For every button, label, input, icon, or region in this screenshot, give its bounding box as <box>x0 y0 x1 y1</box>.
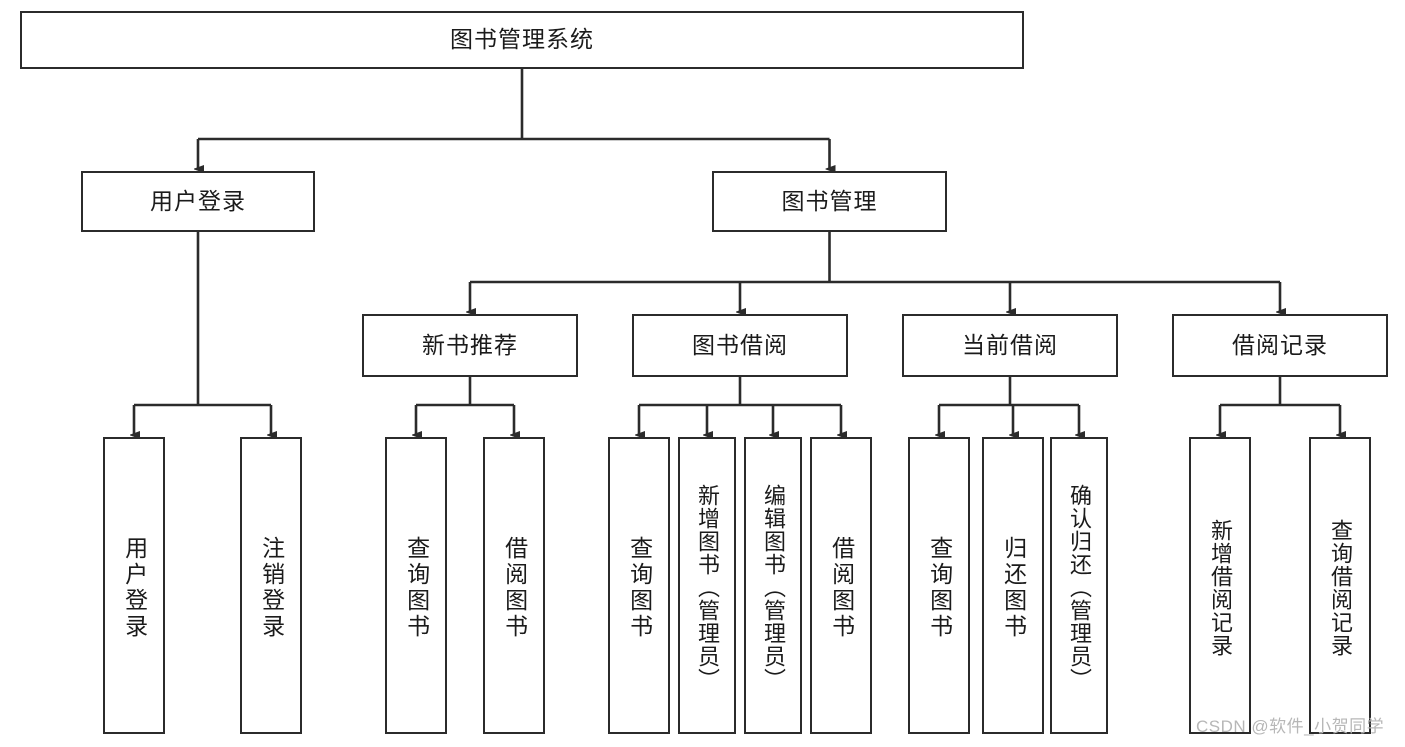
node-label: 新增借阅记录 <box>1207 518 1233 657</box>
node-book-borrow[interactable]: 图书借阅 <box>632 314 848 377</box>
node-label: 确认归还（管理员） <box>1066 484 1092 691</box>
node-leaf-current-query-book[interactable]: 查询图书 <box>908 437 970 734</box>
node-book-manage[interactable]: 图书管理 <box>712 171 947 232</box>
node-label: 查询图书 <box>403 535 430 640</box>
node-label: 注销登录 <box>258 535 285 640</box>
node-leaf-current-return-book[interactable]: 归还图书 <box>982 437 1044 734</box>
node-borrow-record[interactable]: 借阅记录 <box>1172 314 1388 377</box>
node-label: 用户登录 <box>121 535 148 640</box>
node-label: 用户登录 <box>150 187 246 214</box>
node-leaf-borrow-query-book[interactable]: 查询图书 <box>608 437 670 734</box>
node-label: 编辑图书（管理员） <box>760 484 786 691</box>
csdn-watermark: CSDN @软件_小贺同学 <box>1196 717 1385 736</box>
node-label: 归还图书 <box>1000 535 1027 640</box>
node-label: 借阅图书 <box>501 535 528 640</box>
node-label: 查询借阅记录 <box>1327 518 1353 657</box>
node-leaf-rec-query-book[interactable]: 查询图书 <box>385 437 447 734</box>
node-leaf-borrow-add-book[interactable]: 新增图书（管理员） <box>678 437 736 734</box>
node-label: 查询图书 <box>926 535 953 640</box>
node-leaf-current-confirm-return[interactable]: 确认归还（管理员） <box>1050 437 1108 734</box>
node-label: 新增图书（管理员） <box>694 484 720 691</box>
node-label: 图书借阅 <box>692 331 788 358</box>
node-leaf-borrow-borrow-book[interactable]: 借阅图书 <box>810 437 872 734</box>
node-label: 借阅记录 <box>1232 331 1328 358</box>
node-label: 查询图书 <box>626 535 653 640</box>
node-label: 图书管理系统 <box>450 26 594 53</box>
node-label: 当前借阅 <box>962 331 1058 358</box>
node-leaf-record-add[interactable]: 新增借阅记录 <box>1189 437 1251 734</box>
node-leaf-user-login[interactable]: 用户登录 <box>103 437 165 734</box>
node-leaf-user-logout[interactable]: 注销登录 <box>240 437 302 734</box>
node-label: 图书管理 <box>781 187 878 214</box>
node-label: 新书推荐 <box>422 331 518 358</box>
node-leaf-rec-borrow-book[interactable]: 借阅图书 <box>483 437 545 734</box>
node-leaf-record-query[interactable]: 查询借阅记录 <box>1309 437 1371 734</box>
node-root[interactable]: 图书管理系统 <box>20 11 1024 69</box>
node-new-book-rec[interactable]: 新书推荐 <box>362 314 578 377</box>
node-current-borrow[interactable]: 当前借阅 <box>902 314 1118 377</box>
node-label: 借阅图书 <box>828 535 855 640</box>
node-user-login[interactable]: 用户登录 <box>81 171 315 232</box>
node-leaf-borrow-edit-book[interactable]: 编辑图书（管理员） <box>744 437 802 734</box>
